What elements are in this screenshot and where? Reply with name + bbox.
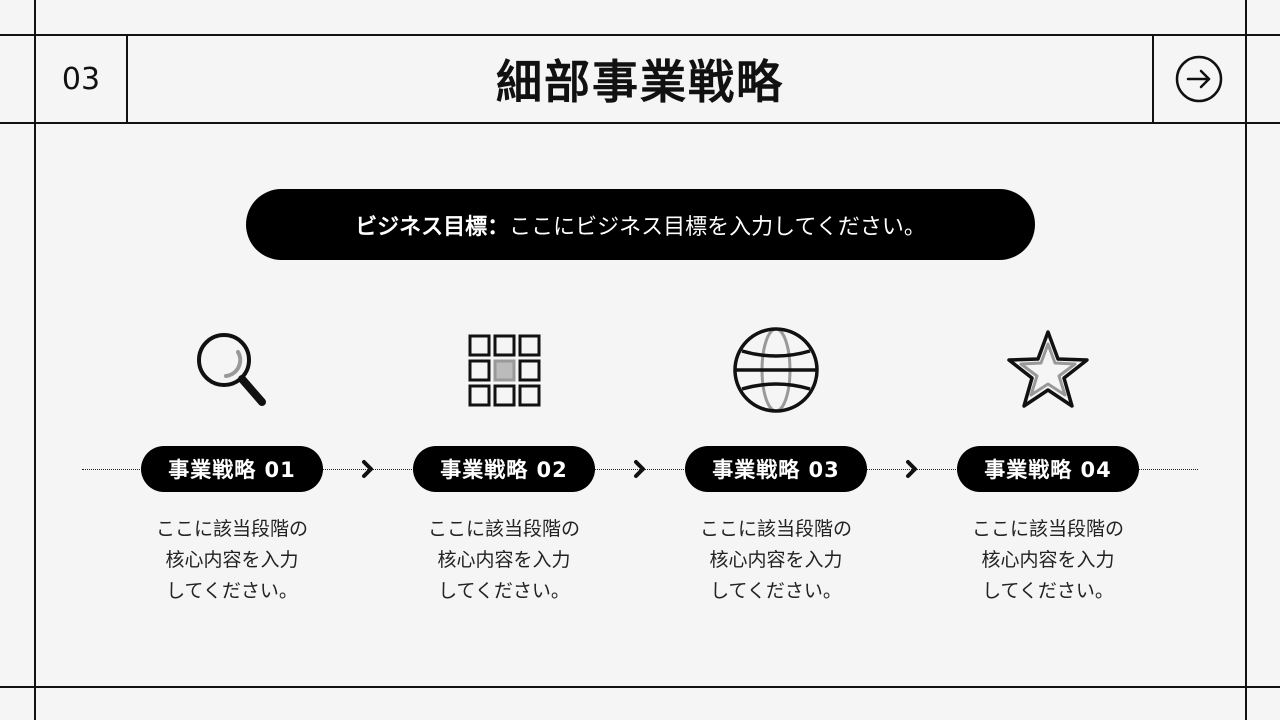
arrow-right-circle-icon [1175,55,1223,103]
step-2-description: ここに該当段階の 核心内容を入力 してください。 [404,514,604,607]
search-icon [197,333,266,406]
step-4-desc-line-1: ここに該当段階の [971,518,1124,540]
step-2-desc-line-2: 核心内容を入力 [437,549,571,571]
step-1-desc-line-1: ここに該当段階の [155,518,308,540]
step-1-description: ここに該当段階の 核心内容を入力 してください。 [132,514,332,607]
business-goal-label: ビジネス目標： [355,214,510,240]
step-3-pill[interactable]: 事業戦略 03 [685,446,867,492]
step-1-desc-line-2: 核心内容を入力 [165,549,299,571]
frame-line-top [0,34,1280,36]
step-4-description: ここに該当段階の 核心内容を入力 してください。 [948,514,1148,607]
chevron-right-icon [902,458,922,480]
globe-icon [733,327,819,413]
frame-line-right [1245,0,1247,720]
frame-line-header-bottom [0,122,1280,124]
frame-line-bottom [0,686,1280,688]
grid-icon [468,334,541,407]
step-2-desc-line-3: してください。 [438,580,570,602]
step-2-desc-line-1: ここに該当段階の [427,518,580,540]
step-3-desc-line-3: してください。 [710,580,842,602]
step-1-pill[interactable]: 事業戦略 01 [141,446,323,492]
step-1-desc-line-3: してください。 [166,580,298,602]
step-3-desc-line-2: 核心内容を入力 [709,549,843,571]
step-2-icon-container [456,322,552,418]
chevron-right-icon [630,458,650,480]
business-goal-banner: ビジネス目標：ここにビジネス目標を入力してください。 [246,189,1035,260]
step-4-desc-line-2: 核心内容を入力 [981,549,1115,571]
step-2-pill[interactable]: 事業戦略 02 [413,446,595,492]
star-icon [1007,330,1089,408]
business-goal-text: ここにビジネス目標を入力してください。 [509,214,926,240]
slide-number: 03 [61,61,101,97]
step-3-icon-container [728,322,824,418]
chevron-right-icon [358,458,378,480]
frame-line-left [34,0,36,720]
next-slide-button[interactable] [1175,55,1223,103]
step-4-pill[interactable]: 事業戦略 04 [957,446,1139,492]
step-3-desc-line-1: ここに該当段階の [699,518,852,540]
step-1-icon-container [184,322,280,418]
step-4-icon-container [1000,322,1096,418]
frame-divider-nav [1152,34,1154,122]
page-title: 細部事業戦略 [496,55,784,109]
step-4-desc-line-3: してください。 [982,580,1114,602]
step-3-description: ここに該当段階の 核心内容を入力 してください。 [676,514,876,607]
frame-divider-number [126,34,128,122]
